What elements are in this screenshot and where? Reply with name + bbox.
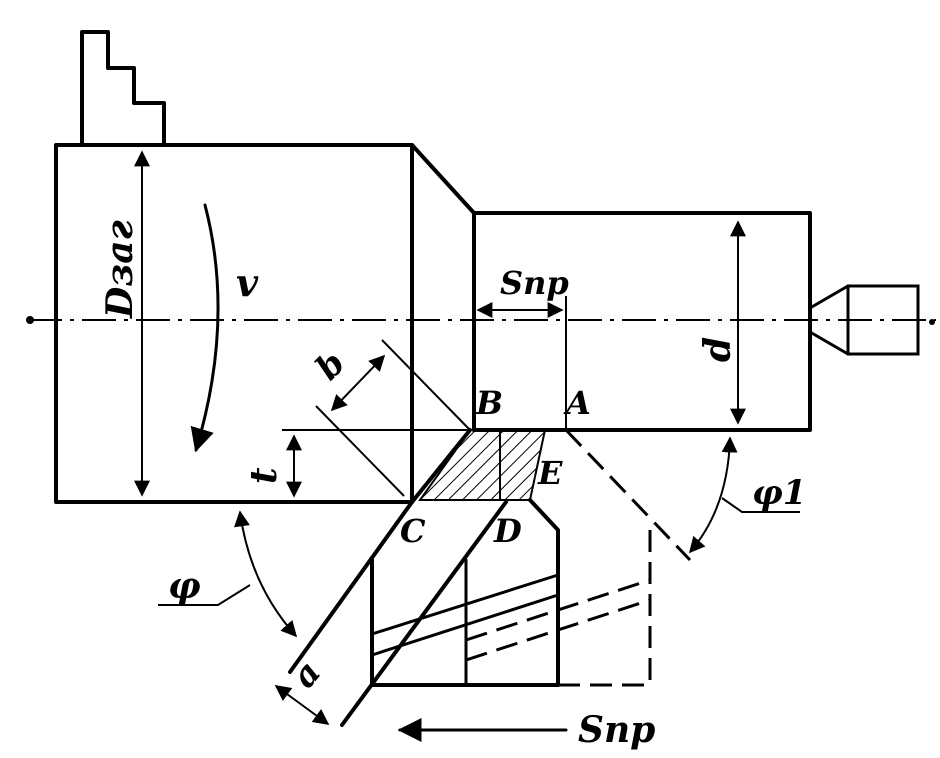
point-b-label: B (475, 384, 503, 422)
b-extension-bottom (315, 405, 405, 497)
a-dimension (274, 685, 330, 725)
point-e-label: E (537, 454, 563, 492)
s-pr-top-label: Sпр (500, 264, 569, 302)
phi-angle-arc (234, 510, 298, 638)
t-label: t (243, 467, 285, 484)
s-pr-bottom-label: Sпр (578, 709, 655, 751)
d-zag-label: Dзаг (99, 220, 141, 319)
b-label: b (308, 343, 353, 388)
cutting-tool-shank-line (370, 593, 560, 657)
phi-leader (158, 584, 251, 606)
cutting-tool-shank-line (370, 573, 560, 636)
a-label: a (284, 653, 329, 696)
tool-previous-shank (465, 598, 651, 662)
v-label: v (236, 260, 259, 305)
phi1-label: φ1 (752, 473, 806, 513)
workpiece-machined (472, 211, 812, 432)
cutting-tool-front-edge (340, 500, 508, 727)
point-d-label: D (493, 512, 522, 550)
d-label: d (697, 337, 739, 362)
chip-cross-section (418, 429, 547, 501)
tool-previous-edge (564, 428, 692, 562)
b-dimension (330, 354, 386, 412)
workpiece-blank (54, 143, 414, 504)
rotation-arrow (190, 203, 220, 453)
axis-end-dot (929, 319, 935, 325)
phi-label: φ (168, 565, 201, 607)
b-extension-top (381, 339, 471, 431)
cutting-tool-main-edge (288, 428, 472, 674)
phi1-angle-arc (688, 436, 738, 554)
workpiece-shoulder (410, 143, 476, 432)
axis-end-dot (26, 316, 34, 324)
tool-previous-shank (465, 578, 651, 642)
phi1-leader (721, 497, 800, 513)
point-a-label: A (563, 384, 591, 422)
point-c-label: C (400, 512, 426, 550)
chuck-jaw (80, 30, 166, 147)
